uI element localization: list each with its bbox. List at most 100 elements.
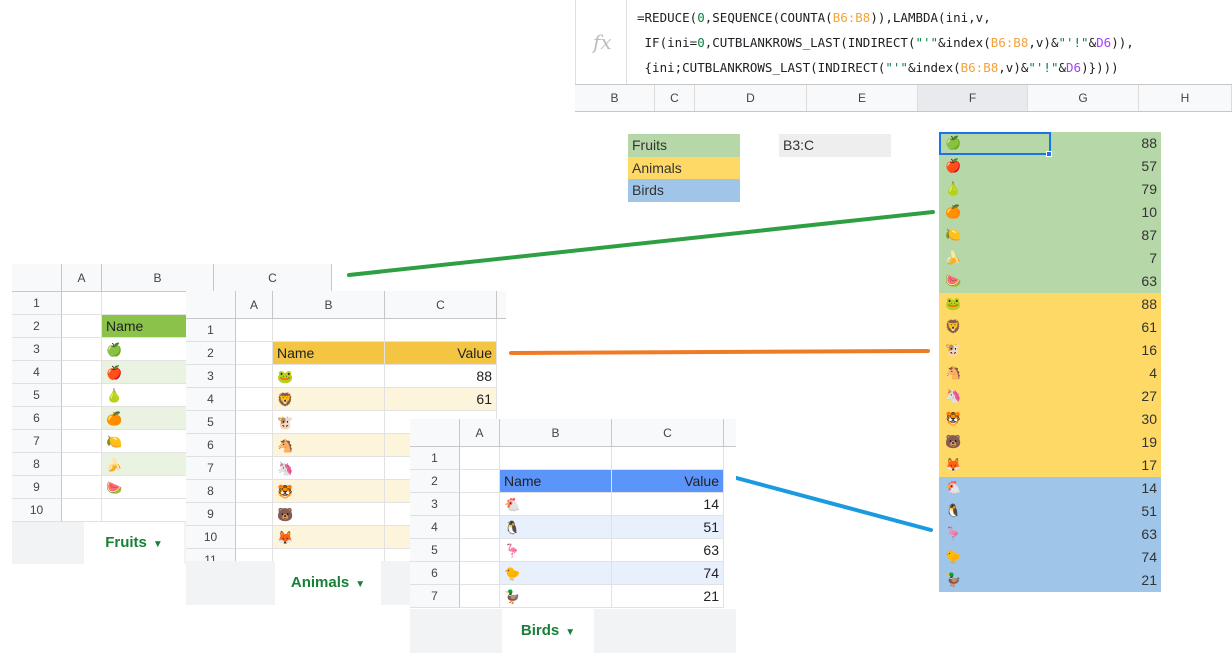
result-row[interactable]: 🍎57 bbox=[939, 155, 1161, 178]
result-row[interactable]: 🐯30 bbox=[939, 408, 1161, 431]
item-emoji-icon[interactable]: 🐯 bbox=[273, 480, 385, 503]
row-number[interactable]: 3 bbox=[12, 338, 62, 361]
item-emoji-icon[interactable]: 🐻 bbox=[273, 503, 385, 526]
column-header-b[interactable]: B bbox=[575, 85, 655, 111]
legend-animals[interactable]: Animals bbox=[628, 156, 740, 180]
result-row[interactable]: 🐸88 bbox=[939, 293, 1161, 316]
row-number[interactable]: 7 bbox=[12, 430, 62, 453]
column-header-c[interactable]: C bbox=[385, 291, 497, 319]
grid-cell[interactable] bbox=[236, 319, 273, 342]
item-emoji-icon[interactable]: 🦄 bbox=[273, 457, 385, 480]
row-number[interactable]: 7 bbox=[186, 457, 236, 480]
column-header-e[interactable]: E bbox=[807, 85, 918, 111]
row-number[interactable]: 6 bbox=[410, 562, 460, 585]
row-number[interactable]: 8 bbox=[12, 453, 62, 476]
grid-cell[interactable] bbox=[62, 384, 102, 407]
column-header-a[interactable]: A bbox=[236, 291, 273, 319]
value-cell[interactable]: 61 bbox=[385, 388, 497, 411]
row-number[interactable]: 4 bbox=[186, 388, 236, 411]
result-row[interactable]: 🦆21 bbox=[939, 569, 1161, 592]
grid-cell[interactable] bbox=[62, 407, 102, 430]
value-cell[interactable]: 88 bbox=[385, 365, 497, 388]
legend-birds[interactable]: Birds bbox=[628, 179, 740, 202]
row-number[interactable]: 2 bbox=[410, 470, 460, 493]
column-header-d[interactable]: D bbox=[695, 85, 807, 111]
row-number[interactable]: 5 bbox=[12, 384, 62, 407]
result-row[interactable]: 🐴4 bbox=[939, 362, 1161, 385]
column-header-c[interactable]: C bbox=[655, 85, 695, 111]
header-name-cell[interactable]: Name bbox=[273, 342, 385, 365]
chevron-down-icon[interactable]: ▼ bbox=[355, 579, 366, 590]
result-row[interactable]: 🐧51 bbox=[939, 500, 1161, 523]
grid-cell[interactable] bbox=[236, 434, 273, 457]
legend-fruits[interactable]: Fruits bbox=[628, 134, 740, 157]
row-number[interactable]: 2 bbox=[12, 315, 62, 338]
row-number[interactable]: 6 bbox=[12, 407, 62, 430]
grid-cell[interactable] bbox=[62, 292, 102, 315]
sheet-tab-animals[interactable]: Animals▼ bbox=[275, 561, 381, 605]
row-number[interactable]: 1 bbox=[410, 447, 460, 470]
result-row[interactable]: 🐤74 bbox=[939, 546, 1161, 569]
corner-cell[interactable] bbox=[186, 291, 236, 319]
value-cell[interactable]: 21 bbox=[612, 585, 724, 608]
sheet-tab-birds[interactable]: Birds▼ bbox=[502, 609, 594, 653]
result-row[interactable]: 🍋87 bbox=[939, 224, 1161, 247]
grid-cell[interactable] bbox=[62, 499, 102, 522]
range-address-cell[interactable]: B3:C bbox=[779, 134, 891, 157]
grid-cell[interactable] bbox=[236, 526, 273, 549]
grid-cell[interactable] bbox=[236, 503, 273, 526]
value-cell[interactable]: 14 bbox=[612, 493, 724, 516]
corner-cell[interactable] bbox=[410, 419, 460, 447]
item-emoji-icon[interactable]: 🦆 bbox=[500, 585, 612, 608]
result-row[interactable]: 🐔14 bbox=[939, 477, 1161, 500]
item-emoji-icon[interactable]: 🦩 bbox=[500, 539, 612, 562]
row-number[interactable]: 7 bbox=[410, 585, 460, 608]
sheet-tab-fruits[interactable]: Fruits▼ bbox=[84, 522, 184, 564]
grid-cell[interactable] bbox=[612, 447, 724, 470]
column-header-g[interactable]: G bbox=[1028, 85, 1139, 111]
result-row[interactable]: 🍉63 bbox=[939, 270, 1161, 293]
item-emoji-icon[interactable]: 🦊 bbox=[273, 526, 385, 549]
column-header-c[interactable]: C bbox=[214, 264, 332, 292]
row-number[interactable]: 9 bbox=[186, 503, 236, 526]
grid-cell[interactable] bbox=[460, 562, 500, 585]
row-number[interactable]: 4 bbox=[12, 361, 62, 384]
row-number[interactable]: 10 bbox=[186, 526, 236, 549]
value-cell[interactable]: 63 bbox=[612, 539, 724, 562]
value-cell[interactable]: 51 bbox=[612, 516, 724, 539]
header-value-cell[interactable]: Value bbox=[385, 342, 497, 365]
result-row[interactable]: 🍊10 bbox=[939, 201, 1161, 224]
item-emoji-icon[interactable]: 🐤 bbox=[500, 562, 612, 585]
row-number[interactable]: 6 bbox=[186, 434, 236, 457]
row-number[interactable]: 1 bbox=[186, 319, 236, 342]
header-value-cell[interactable]: Value bbox=[612, 470, 724, 493]
column-header-a[interactable]: A bbox=[62, 264, 102, 292]
grid-cell[interactable] bbox=[236, 411, 273, 434]
grid-cell[interactable] bbox=[62, 476, 102, 499]
column-header-c[interactable]: C bbox=[612, 419, 724, 447]
corner-cell[interactable] bbox=[12, 264, 62, 292]
grid-cell[interactable] bbox=[236, 480, 273, 503]
item-emoji-icon[interactable]: 🐸 bbox=[273, 365, 385, 388]
formula-input[interactable]: =REDUCE(0,SEQUENCE(COUNTA(B6:B8)),LAMBDA… bbox=[637, 5, 1134, 80]
row-number[interactable]: 1 bbox=[12, 292, 62, 315]
grid-cell[interactable] bbox=[62, 430, 102, 453]
grid-cell[interactable] bbox=[236, 388, 273, 411]
row-number[interactable]: 3 bbox=[186, 365, 236, 388]
chevron-down-icon[interactable]: ▼ bbox=[152, 539, 163, 550]
result-row[interactable]: 🦁61 bbox=[939, 316, 1161, 339]
grid-cell[interactable] bbox=[460, 585, 500, 608]
row-number[interactable]: 5 bbox=[186, 411, 236, 434]
result-row[interactable]: 🍌7 bbox=[939, 247, 1161, 270]
item-emoji-icon[interactable]: 🐔 bbox=[500, 493, 612, 516]
item-emoji-icon[interactable]: 🐴 bbox=[273, 434, 385, 457]
grid-cell[interactable] bbox=[236, 457, 273, 480]
grid-cell[interactable] bbox=[500, 447, 612, 470]
grid-cell[interactable] bbox=[62, 361, 102, 384]
result-row[interactable]: 🐮16 bbox=[939, 339, 1161, 362]
grid-cell[interactable] bbox=[62, 315, 102, 338]
grid-cell[interactable] bbox=[460, 470, 500, 493]
result-row[interactable]: 🦄27 bbox=[939, 385, 1161, 408]
chevron-down-icon[interactable]: ▼ bbox=[565, 627, 576, 638]
active-cell-selection[interactable] bbox=[939, 132, 1051, 155]
